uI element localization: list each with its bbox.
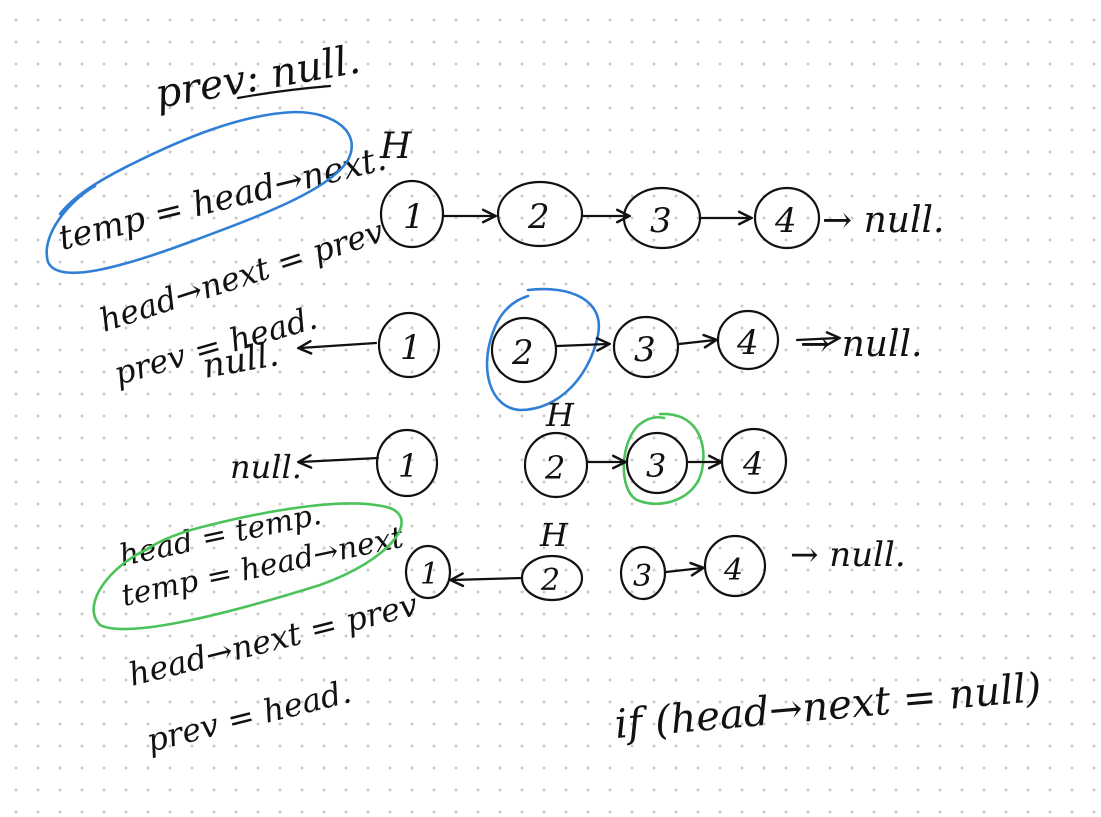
row4-node-circle [619,545,667,601]
row4-arrow [664,568,702,572]
row3-back-arrow [300,458,380,462]
prev-underline [236,84,332,100]
row2-node-1: 1 [400,328,422,368]
row2-node-4: 4 [736,323,759,363]
row2-node-circle [377,311,441,379]
green-highlight-node3 [622,412,705,505]
head-marker-row1: H [379,126,412,167]
row1-node-circle [379,179,445,249]
row1-node-2: 2 [527,197,550,237]
row2-node-2: 2 [511,333,534,373]
row3-node-4: 4 [742,445,763,483]
row2-node-3: 3 [634,330,656,370]
row3-left-null: null. [230,448,302,486]
row2-arrow [795,338,838,340]
head-marker-row4: H [539,516,569,554]
row4-nodes: 1 2 3 4 [404,534,767,602]
row2-tail-null: → null. [800,324,922,365]
row2-arrow [555,344,608,346]
row2-back-arrow [300,343,378,348]
note-step4-prev-head: prev = head. [143,672,355,759]
row4-node-1: 1 [420,557,439,592]
note-prev-init: prev: null. [152,37,364,118]
row4-node-circle [404,544,452,600]
row2-node-circle [490,316,558,384]
row2-arrow [677,340,715,344]
row1-node-circle [496,180,584,248]
row3-node-circle [375,428,439,498]
row1-node-1: 1 [403,197,425,237]
head-marker-row3: H [545,396,575,434]
row2-nodes: 1 2 3 4 [377,309,780,384]
row2-node-circle [612,315,680,379]
row3-node-circle [523,431,589,499]
blue-highlight-node2 [485,287,601,412]
row1-nodes: 1 2 3 4 [379,179,821,250]
row1-node-circle [753,186,821,250]
row3-node-2: 2 [544,449,565,487]
row3-node-1: 1 [398,447,418,485]
row4-node-2: 2 [540,563,560,598]
row3-node-3: 3 [646,447,666,485]
row1-node-3: 3 [650,201,672,241]
row3-nodes: 1 2 3 4 [375,427,788,499]
green-highlight-temp [92,502,403,631]
blue-highlight-temp [45,110,354,275]
note-condition: if (head→next = null) [613,665,1043,748]
row1-node-4: 4 [774,201,797,241]
row4-back-arrow [452,578,524,580]
row1-tail-null: → null. [822,200,944,241]
row4-node-3: 3 [633,559,652,594]
row4-tail-null: → null. [790,535,906,575]
row4-node-4: 4 [723,553,743,588]
